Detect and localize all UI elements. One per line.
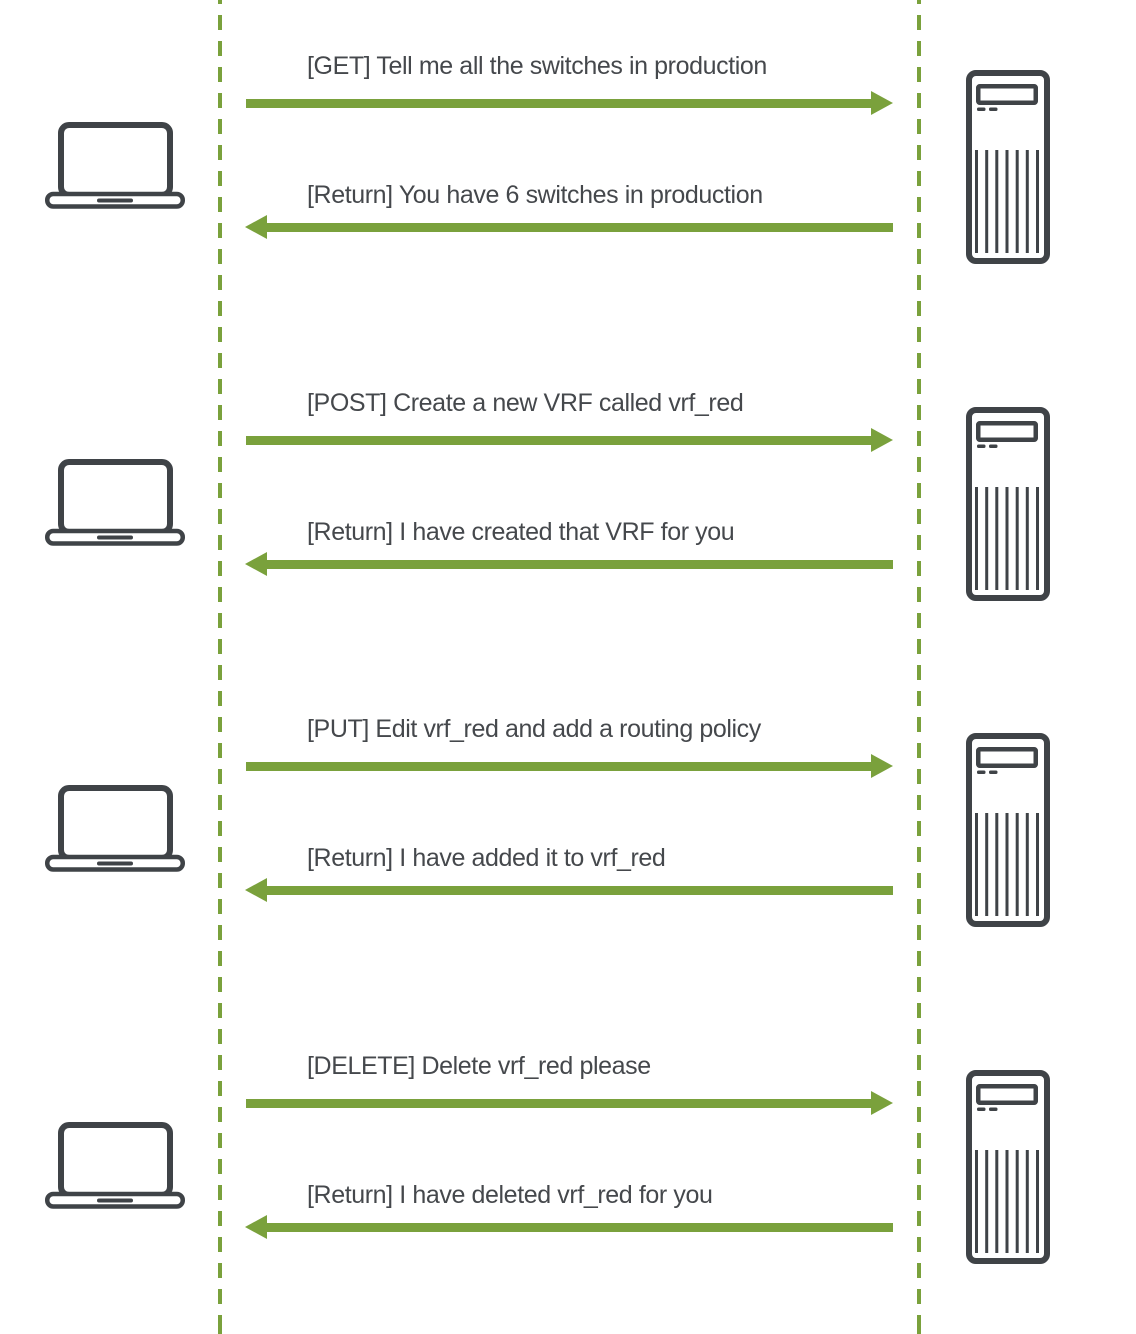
request-arrow-icon bbox=[246, 1091, 893, 1115]
laptop-icon bbox=[45, 1122, 185, 1211]
request-arrow-icon bbox=[246, 754, 893, 778]
response-arrow-icon bbox=[245, 552, 893, 576]
client-lifeline bbox=[218, 0, 222, 1334]
laptop-icon bbox=[45, 122, 185, 211]
server-icon bbox=[966, 1070, 1050, 1264]
laptop-icon bbox=[45, 785, 185, 874]
response-label: [Return] You have 6 switches in producti… bbox=[307, 181, 763, 209]
request-arrow-icon bbox=[246, 91, 893, 115]
server-icon bbox=[966, 407, 1050, 601]
server-icon bbox=[966, 70, 1050, 264]
response-label: [Return] I have deleted vrf_red for you bbox=[307, 1181, 713, 1209]
exchange-put: [PUT] Edit vrf_red and add a routing pol… bbox=[0, 715, 1136, 999]
server-lifeline bbox=[917, 0, 921, 1334]
response-arrow-icon bbox=[245, 1215, 893, 1239]
request-label: [GET] Tell me all the switches in produc… bbox=[307, 52, 767, 80]
response-label: [Return] I have created that VRF for you bbox=[307, 518, 735, 546]
request-label: [POST] Create a new VRF called vrf_red bbox=[307, 389, 744, 417]
exchange-delete: [DELETE] Delete vrf_red please [Return] … bbox=[0, 1052, 1136, 1334]
request-label: [PUT] Edit vrf_red and add a routing pol… bbox=[307, 715, 761, 743]
exchange-get: [GET] Tell me all the switches in produc… bbox=[0, 52, 1136, 336]
response-arrow-icon bbox=[245, 215, 893, 239]
request-label: [DELETE] Delete vrf_red please bbox=[307, 1052, 651, 1080]
exchange-post: [POST] Create a new VRF called vrf_red [… bbox=[0, 389, 1136, 673]
server-icon bbox=[966, 733, 1050, 927]
laptop-icon bbox=[45, 459, 185, 548]
response-arrow-icon bbox=[245, 878, 893, 902]
request-arrow-icon bbox=[246, 428, 893, 452]
response-label: [Return] I have added it to vrf_red bbox=[307, 844, 666, 872]
